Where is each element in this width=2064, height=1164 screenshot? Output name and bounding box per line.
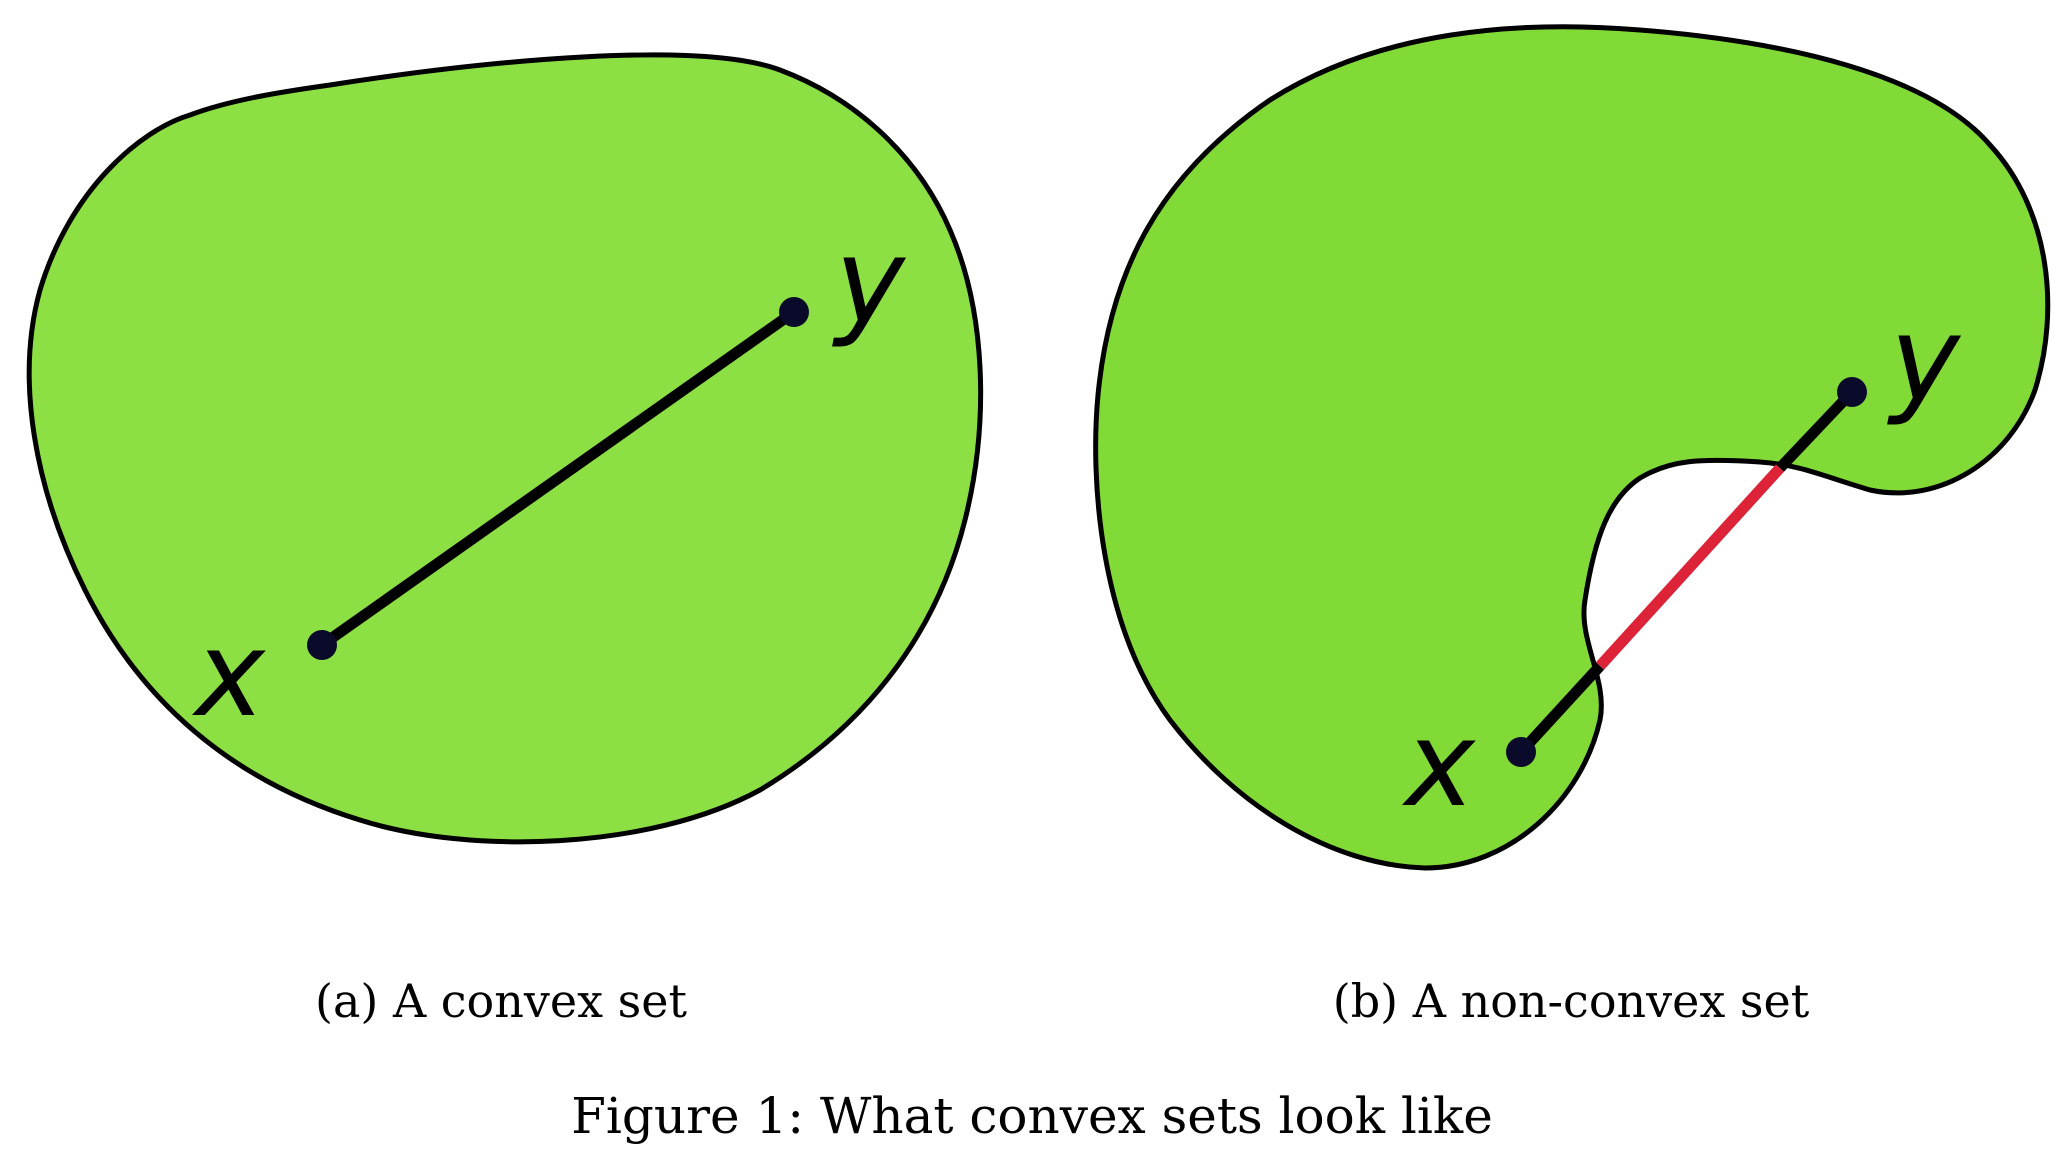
convex-caption: (a) A convex set	[315, 974, 687, 1028]
nonconvex-segment-inside-lower	[1516, 662, 1605, 756]
nonconvex-caption: (b) A non-convex set	[1333, 974, 1810, 1028]
nonconvex-set-shape	[1093, 24, 2051, 871]
convex-point-y	[779, 297, 809, 327]
nonconvex-point-x	[1506, 737, 1536, 767]
figure-caption: Figure 1: What convex sets look like	[571, 1087, 1493, 1145]
convex-point-x	[307, 630, 337, 660]
panel-nonconvex: x y (b) A non-convex set	[1093, 24, 2051, 1028]
convex-set-shape	[26, 52, 984, 845]
nonconvex-segment-inside-upper	[1776, 388, 1856, 472]
convex-label-x: x	[191, 605, 266, 743]
convex-label-y: y	[832, 212, 907, 350]
panel-convex: x y (a) A convex set	[26, 52, 984, 1028]
nonconvex-label-y: y	[1887, 290, 1962, 428]
nonconvex-label-x: x	[1401, 695, 1476, 833]
nonconvex-point-y	[1837, 377, 1867, 407]
nonconvex-segment-outside	[1595, 464, 1785, 670]
convex-segment	[318, 307, 798, 650]
